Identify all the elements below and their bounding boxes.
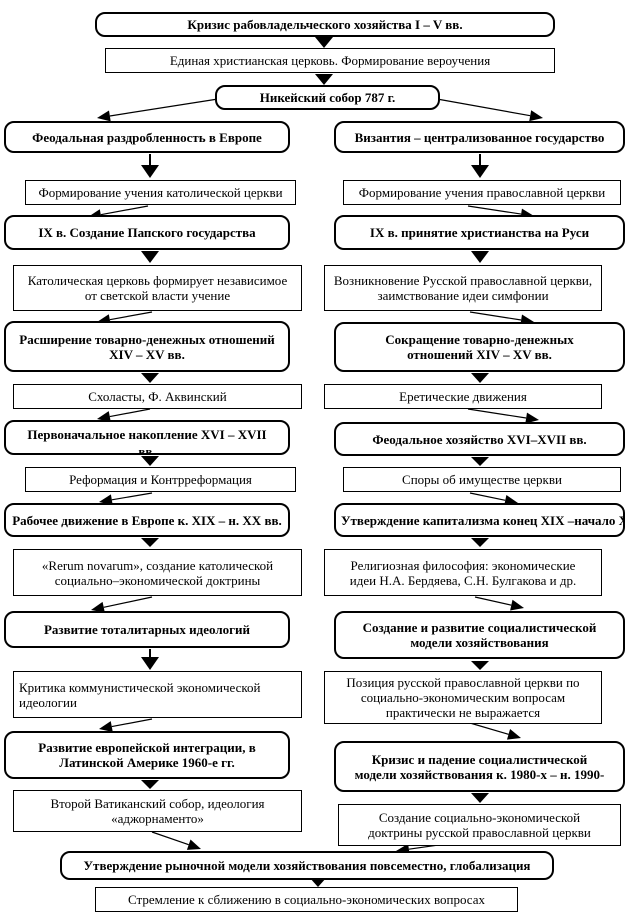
down-arrow [471,457,489,466]
down-arrow [471,373,489,383]
flow-node-L11: Развитие тоталитарных идеологий [4,611,290,648]
flow-node-b1: Кризис рабовладельческого хозяйства I – … [95,12,555,37]
down-arrow [141,456,159,466]
flow-node-L1: Феодальная раздробленность в Европе [4,121,290,153]
down-arrow [141,165,159,178]
down-arrow [471,165,489,178]
flow-node-L7: Первоначальное накопление XVI – XVII вв. [4,420,290,455]
diagonal-arrow-head [510,599,524,611]
down-arrow [471,251,489,263]
flow-node-L10: «Rerum novarum», создание католической с… [13,549,302,596]
flow-node-b2: Единая христианская церковь. Формировани… [105,48,555,73]
diagonal-arrow-line [467,205,522,215]
diagonal-arrow-line [103,596,153,608]
diagonal-arrow-head [506,729,521,740]
diagonal-arrow-line [469,492,506,501]
diagonal-arrow-line [151,831,189,846]
diagonal-arrow-line [436,98,531,117]
flow-node-R9: Утверждение капитализма конец XIX –начал… [334,503,625,537]
flow-node-L4: Католическая церковь формирует независим… [13,265,302,311]
flow-node-R12: Позиция русской православной церкви по с… [324,671,602,724]
down-arrow [141,251,159,263]
down-arrow [141,538,159,547]
flow-node-L12: Критика коммунистической экономической и… [13,671,302,718]
diagonal-arrow-head [97,110,111,122]
down-arrow [141,373,159,383]
flow-node-L14: Второй Ватиканский собор, идеология «адж… [13,790,302,832]
flow-node-L3: IX в. Создание Папского государства [4,215,290,250]
flow-node-R7: Феодальное хозяйство XVI–XVII вв. [334,422,625,456]
down-arrow [315,74,333,85]
diagonal-arrow-line [109,408,151,418]
diagonal-arrow-line [111,718,153,728]
diagonal-arrow-head [529,110,543,122]
flow-node-L6: Схоласты, Ф. Аквинский [13,384,302,409]
flow-node-R6: Еретические движения [324,384,602,409]
flow-node-R8: Споры об имуществе церкви [343,467,621,492]
down-arrow [471,661,489,670]
flow-node-L5: Расширение товарно-денежных отношений XI… [4,321,290,372]
down-arrow [471,793,489,803]
flow-node-R10: Религиозная философия: экономические иде… [324,549,602,596]
flow-node-R4: Возникновение Русской православной церкв… [324,265,602,311]
flow-node-R11: Создание и развитие социалистической мод… [334,611,625,659]
diagonal-arrow-line [109,98,219,117]
diagonal-arrow-line [100,205,149,216]
flow-node-bfinal: Стремление к сближению в социально-эконо… [95,887,518,912]
down-arrow [141,780,159,789]
down-arrow [141,657,159,670]
diagonal-arrow-head [186,839,201,850]
diagonal-arrow-line [469,722,509,735]
flow-node-bwide: Утверждение рыночной модели хозяйствован… [60,851,554,880]
flow-node-R13: Кризис и падение социалистической модели… [334,741,625,792]
down-arrow [471,538,489,547]
flow-node-R14: Создание социально-экономической доктрин… [338,804,621,846]
flow-node-R5: Сокращение товарно-денежных отношений XI… [334,322,625,372]
flow-node-L8: Реформация и Контрреформация [25,467,296,492]
flow-node-R2: Формирование учения православной церкви [343,180,621,205]
down-arrow [315,37,333,48]
diagonal-arrow-line [474,596,512,606]
flow-node-L13: Развитие европейской интеграции, в Латин… [4,731,290,779]
flow-node-b3: Никейский собор 787 г. [215,85,440,110]
flow-node-R3: IX в. принятие христианства на Руси [334,215,625,250]
diagonal-arrow-line [467,408,527,419]
flow-node-R1: Византия – централизованное государство [334,121,625,153]
flow-node-L2: Формирование учения католической церкви [25,180,296,205]
flow-node-L9: Рабочее движение в Европе к. XIX – н. XX… [4,503,290,537]
diagonal-arrow-line [111,492,153,501]
diagonal-arrow-line [109,311,153,321]
diagonal-arrow-line [469,311,522,321]
